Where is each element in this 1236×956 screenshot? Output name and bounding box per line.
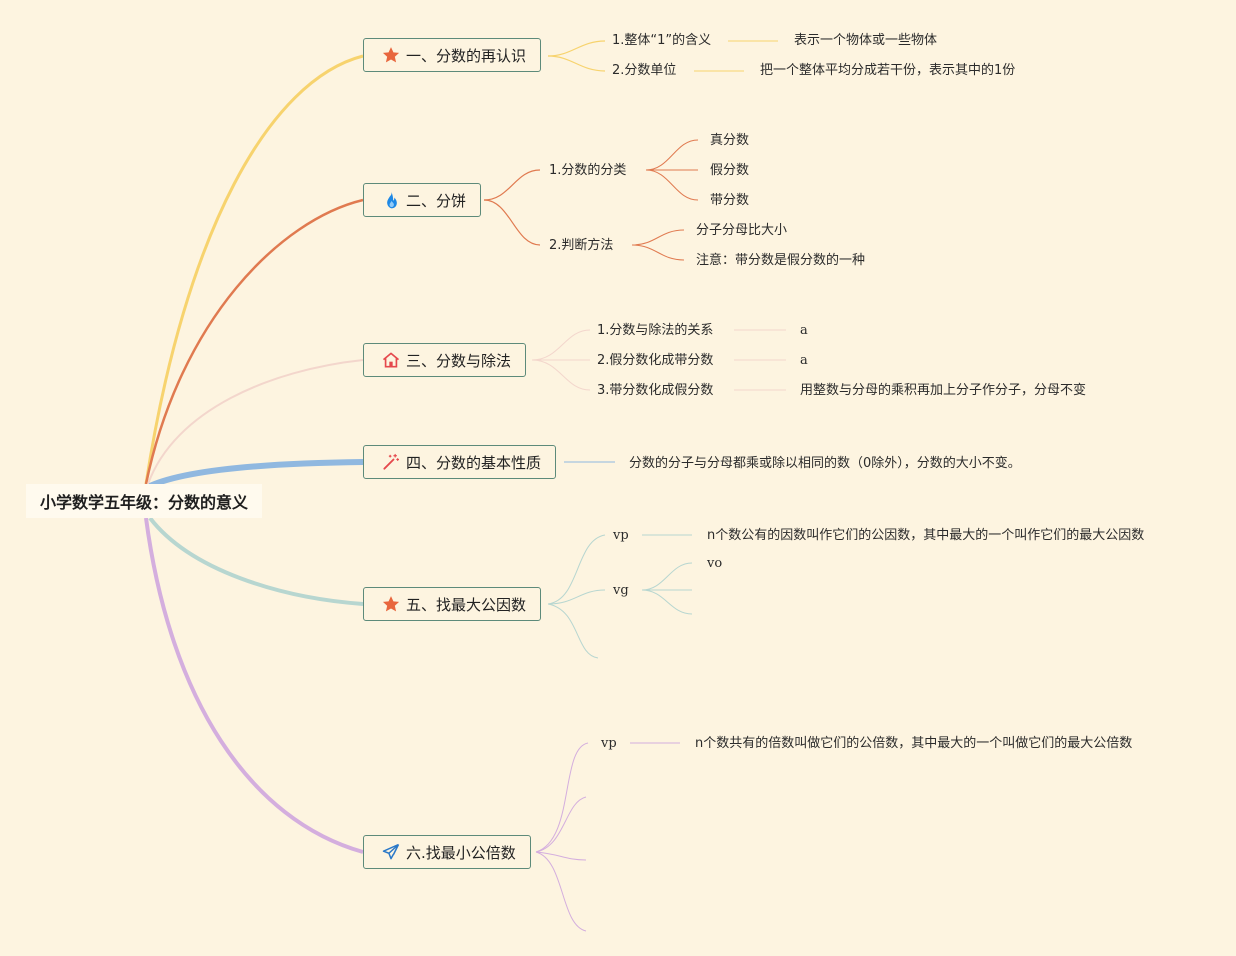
branch-topic-6[interactable]: 六.找最小公倍数	[363, 835, 531, 869]
connector-root-b2	[144, 198, 364, 485]
magic-wand-icon	[380, 451, 402, 473]
connector-b1-2	[547, 55, 606, 72]
connector-b5-3	[547, 603, 599, 659]
root-topic-label: 小学数学五年级：分数的意义	[39, 493, 248, 512]
branch-topic-5-label: 五、找最大公因数	[406, 595, 527, 614]
star-icon	[380, 44, 402, 66]
b5-subtopic-1-detail[interactable]: n个数公有的因数叫作它们的公因数，其中最大的一个叫作它们的最大公因数	[707, 528, 1145, 543]
connector-b2-2	[483, 199, 541, 246]
branch-topic-1[interactable]: 一、分数的再认识	[363, 38, 542, 72]
b2-subtopic-2-child-2[interactable]: 注意：带分数是假分数的一种	[696, 253, 866, 268]
b1-subtopic-1-detail[interactable]: 表示一个物体或一些物体	[794, 33, 938, 48]
b3-subtopic-1[interactable]: 1.分数与除法的关系	[597, 323, 714, 338]
branch-topic-6-label: 六.找最小公倍数	[406, 843, 516, 862]
b1-subtopic-1[interactable]: 1.整体“1”的含义	[612, 33, 712, 48]
b2-subtopic-1[interactable]: 1.分数的分类	[549, 163, 627, 178]
branch-topic-3-label: 三、分数与除法	[406, 351, 512, 370]
connector-b3-1	[531, 329, 591, 361]
connector-b3-3	[531, 359, 591, 391]
branch-topic-2-label: 二、分饼	[406, 191, 467, 210]
b2-subtopic-2[interactable]: 2.判断方法	[549, 238, 614, 253]
b5-subtopic-1[interactable]: vp	[613, 528, 629, 543]
connector-root-b5	[148, 516, 364, 606]
connector-b6-3	[535, 851, 587, 861]
connector-b6-1	[535, 742, 589, 853]
connector-b2-2-b	[631, 244, 685, 261]
connector-b2-1-c	[645, 169, 699, 201]
b6-subtopic-1[interactable]: vp	[601, 736, 617, 751]
connector-b2-1	[483, 169, 541, 201]
b2-subtopic-1-child-1[interactable]: 真分数	[710, 133, 750, 148]
connector-b2-1-a	[645, 139, 699, 171]
connector-b5-2-c	[641, 589, 693, 615]
connector-root-b1	[144, 54, 364, 485]
b3-subtopic-2[interactable]: 2.假分数化成带分数	[597, 353, 714, 368]
branch-topic-4-label: 四、分数的基本性质	[406, 453, 542, 472]
star-icon	[380, 593, 402, 615]
b1-subtopic-2[interactable]: 2.分数单位	[612, 63, 677, 78]
branch-topic-1-label: 一、分数的再认识	[406, 46, 527, 65]
branch-topic-4[interactable]: 四、分数的基本性质	[363, 445, 557, 479]
b2-subtopic-1-child-2[interactable]: 假分数	[710, 163, 750, 178]
b4-detail[interactable]: 分数的分子与分母都乘或除以相同的数（0除外），分数的大小不变。	[629, 456, 1021, 471]
flame-icon	[380, 189, 402, 211]
b3-subtopic-3[interactable]: 3.带分数化成假分数	[597, 383, 714, 398]
paper-plane-icon	[380, 841, 402, 863]
branch-topic-5[interactable]: 五、找最大公因数	[363, 587, 542, 621]
connector-b6-2	[535, 796, 587, 853]
b3-subtopic-2-detail[interactable]: a	[800, 353, 808, 368]
connector-b6-4	[535, 851, 587, 932]
b2-subtopic-1-child-3[interactable]: 带分数	[710, 193, 750, 208]
connector-b1-1	[547, 40, 606, 57]
b2-subtopic-2-child-1[interactable]: 分子分母比大小	[696, 223, 788, 238]
connector-b2-2-a	[631, 229, 685, 246]
branch-topic-3[interactable]: 三、分数与除法	[363, 343, 527, 377]
b5-subtopic-2[interactable]: vg	[613, 583, 629, 598]
b5-subtopic-2-child-1[interactable]: vo	[707, 556, 723, 571]
connector-b5-2-a	[641, 562, 693, 591]
connector-root-b6	[144, 517, 364, 854]
connector-b5-1	[547, 534, 606, 605]
b6-subtopic-1-detail[interactable]: n个数共有的倍数叫做它们的公倍数，其中最大的一个叫做它们的最大公倍数	[695, 736, 1133, 751]
connector-root-b3	[147, 359, 364, 485]
root-topic[interactable]: 小学数学五年级：分数的意义	[26, 484, 262, 518]
b3-subtopic-1-detail[interactable]: a	[800, 323, 808, 338]
branch-topic-2[interactable]: 二、分饼	[363, 183, 482, 217]
b3-subtopic-3-detail[interactable]: 用整数与分母的乘积再加上分子作分子，分母不变	[800, 383, 1087, 398]
home-icon	[380, 349, 402, 371]
b1-subtopic-2-detail[interactable]: 把一个整体平均分成若干份，表示其中的1份	[760, 63, 1016, 78]
connector-root-b4	[148, 459, 364, 489]
connector-b5-2	[547, 589, 606, 605]
